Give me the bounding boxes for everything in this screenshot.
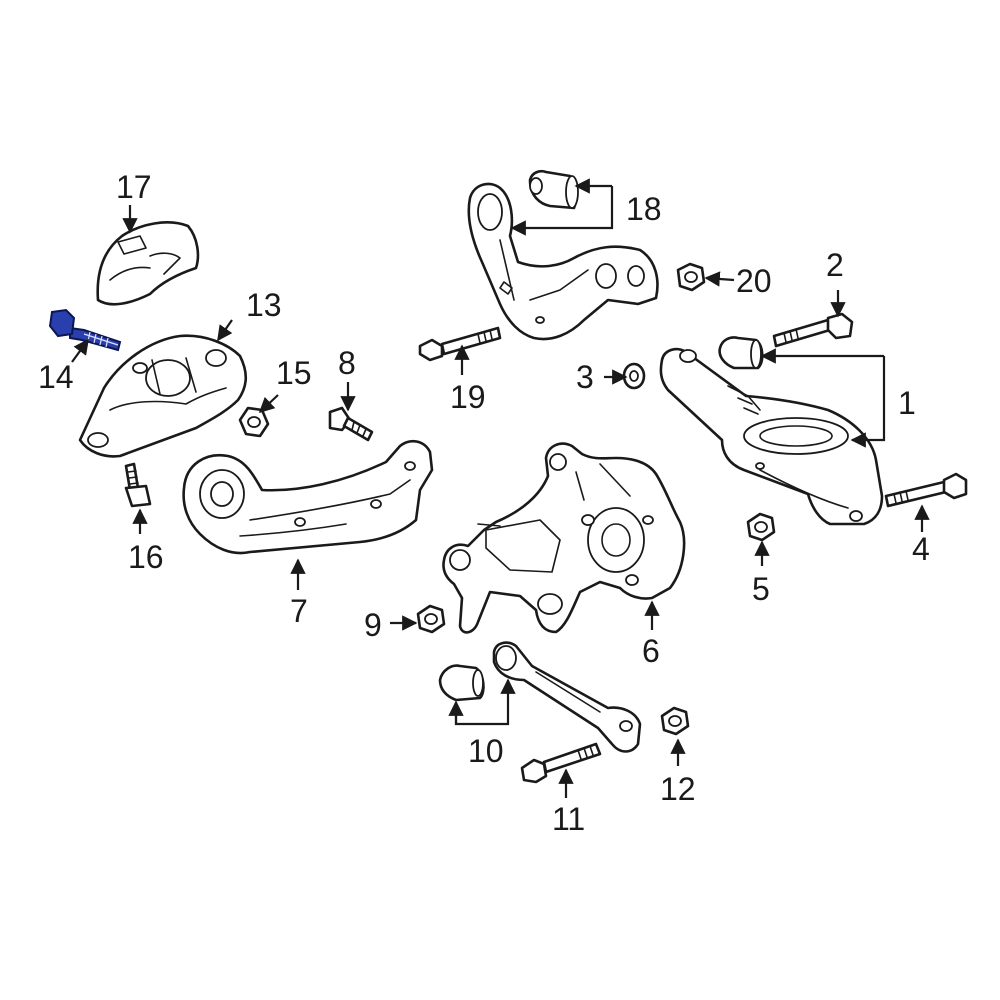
callout-2: 2	[826, 247, 844, 283]
part-2-bolt[interactable]	[772, 312, 854, 348]
part-18-bushing[interactable]	[528, 169, 579, 210]
callout-4: 4	[912, 531, 930, 567]
part-1-bushing[interactable]	[718, 336, 764, 370]
part-8-bolt[interactable]	[328, 406, 374, 442]
part-13-mount-bracket[interactable]	[78, 334, 248, 458]
part-3-washer[interactable]	[622, 362, 646, 390]
callout-20: 20	[736, 263, 772, 299]
part-10-toe-link[interactable]	[492, 641, 642, 753]
part-20-nut[interactable]	[676, 262, 706, 292]
part-10-bushing[interactable]	[438, 664, 485, 702]
callout-17: 17	[116, 169, 152, 205]
callout-11: 11	[552, 801, 585, 837]
callout-18: 18	[626, 191, 662, 227]
part-6-knuckle[interactable]	[442, 442, 686, 634]
callout-9: 9	[364, 607, 382, 643]
part-14-bolt-highlighted[interactable]	[48, 308, 122, 352]
part-11-bolt[interactable]	[520, 742, 602, 784]
part-5-nut[interactable]	[746, 512, 776, 542]
part-4-bolt[interactable]	[884, 472, 968, 508]
callout-19: 19	[450, 379, 486, 415]
callout-1: 1	[898, 385, 916, 421]
callout-14: 14	[38, 359, 74, 395]
callout-3: 3	[576, 359, 594, 395]
callout-5: 5	[752, 571, 770, 607]
part-9-nut[interactable]	[416, 604, 446, 634]
callout-10: 10	[468, 733, 504, 769]
callout-6: 6	[642, 633, 660, 669]
part-15-nut[interactable]	[238, 406, 270, 438]
callout-15: 15	[276, 355, 312, 391]
part-1-lower-arm[interactable]	[659, 347, 884, 526]
callout-12: 12	[660, 771, 696, 807]
part-7-trailing-arm[interactable]	[182, 439, 434, 555]
part-16-bolt[interactable]	[124, 462, 152, 508]
part-12-nut[interactable]	[660, 706, 690, 736]
callout-7: 7	[290, 593, 308, 629]
part-19-bolt[interactable]	[418, 326, 502, 362]
part-17-mount-cover[interactable]	[96, 221, 200, 306]
part-18-upper-arm[interactable]	[467, 182, 659, 341]
callout-8: 8	[338, 345, 356, 381]
leader-lines	[71, 178, 930, 798]
callout-16: 16	[128, 539, 164, 575]
callout-13: 13	[246, 287, 282, 323]
callout-labels: 17 14 13 15 16 8 7 19 18 20 2 3 1 4 5 6 …	[38, 169, 930, 837]
